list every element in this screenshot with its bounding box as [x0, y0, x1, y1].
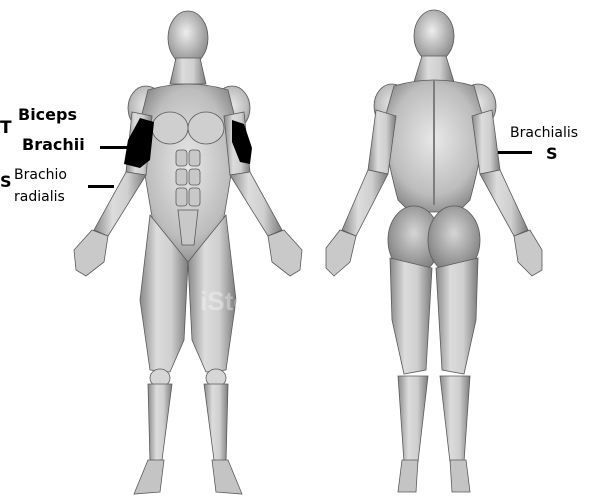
front-head [168, 11, 208, 65]
front-left-hand [74, 230, 108, 276]
front-neck [170, 58, 206, 84]
back-right-calf [440, 376, 470, 462]
biceps-label-line2: Brachii [22, 137, 85, 153]
front-left-forearm [94, 172, 146, 236]
front-right-forearm [230, 172, 282, 236]
back-left-hand [326, 230, 356, 276]
front-figure [74, 11, 302, 494]
back-head [414, 10, 454, 62]
brachioradialis-leader-line [88, 185, 114, 188]
front-left-foot [134, 460, 164, 494]
watermark: iStockphoto [200, 286, 350, 316]
brachioradialis-label-line2: radialis [14, 190, 65, 204]
brachialis-leader-line [498, 151, 532, 154]
back-right-foot [450, 460, 470, 492]
back-left-calf [398, 376, 428, 462]
front-left-lower-leg [148, 384, 172, 462]
brachioradialis-label-line1: Brachio [14, 168, 67, 182]
s-marker-left: S [0, 174, 12, 190]
back-right-hand [514, 230, 542, 276]
front-right-foot [212, 460, 242, 494]
brachialis-label: Brachialis [510, 126, 578, 140]
biceps-leader-line [100, 146, 130, 149]
biceps-label-line1: Biceps [18, 107, 77, 123]
back-right-thigh [436, 258, 478, 374]
back-left-foot [398, 460, 418, 492]
s-marker-right: S [546, 146, 558, 162]
back-left-forearm [342, 170, 388, 236]
t-marker: T [0, 120, 12, 137]
back-left-thigh [390, 258, 432, 374]
back-figure [326, 10, 542, 492]
front-right-lower-leg [204, 384, 228, 462]
front-left-chest [152, 112, 188, 144]
front-right-chest [188, 112, 224, 144]
back-right-forearm [480, 170, 528, 236]
front-right-hand [268, 230, 302, 276]
back-neck [414, 56, 454, 82]
